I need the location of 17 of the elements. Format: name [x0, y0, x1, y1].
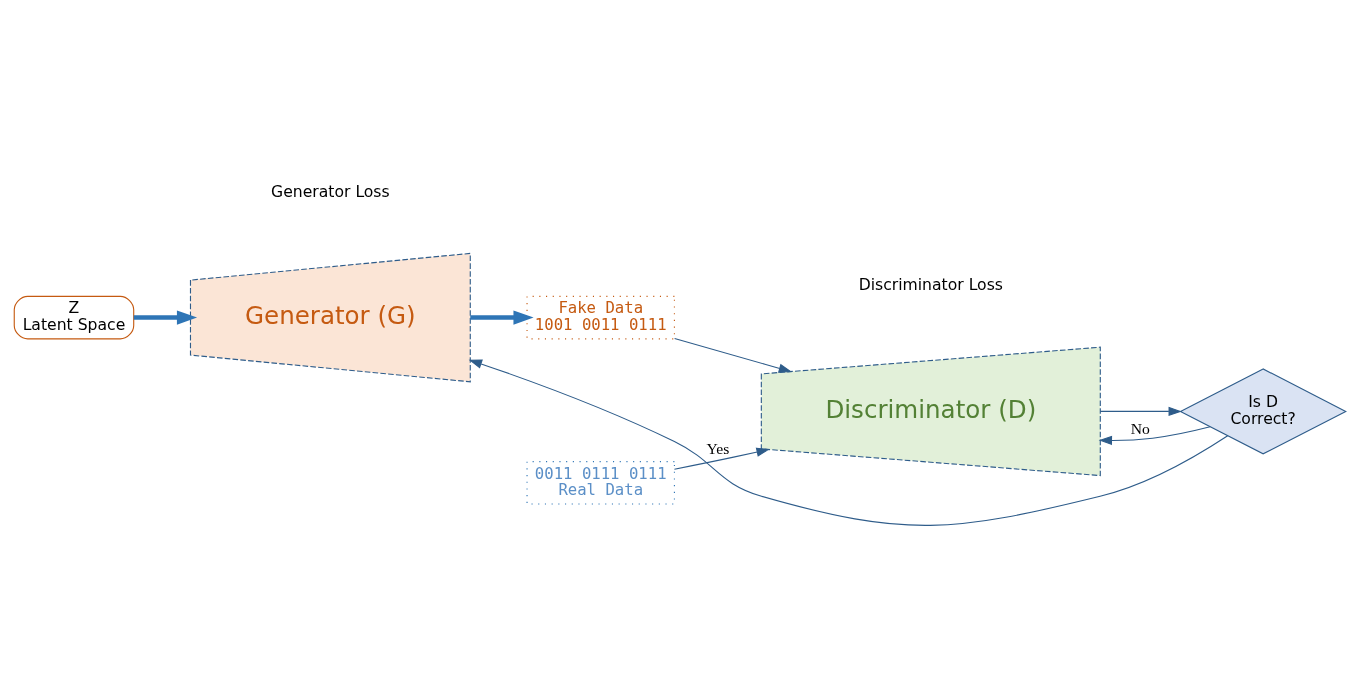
node-box: Discriminator (D): [760, 346, 1101, 476]
edge-label: No: [1130, 419, 1150, 437]
arrow: [673, 447, 770, 470]
node-diamond: Is D Correct?: [1179, 367, 1347, 454]
node-box: 0011 0111 0111 Real Data: [526, 460, 675, 505]
arrow: [133, 310, 198, 325]
node-box: Fake Data 1001 0011 0111: [526, 295, 675, 339]
node-box: Z Latent Space: [13, 295, 135, 339]
label: Generator Loss: [271, 181, 390, 201]
label: Discriminator Loss: [858, 274, 1003, 294]
arrow: [470, 310, 534, 325]
node-box: Generator (G): [189, 252, 471, 382]
arrow: [1099, 406, 1182, 416]
arrow: [1098, 425, 1211, 445]
edge-label: Yes: [706, 439, 730, 457]
arrow: [674, 337, 793, 373]
arrow: [468, 359, 1229, 526]
